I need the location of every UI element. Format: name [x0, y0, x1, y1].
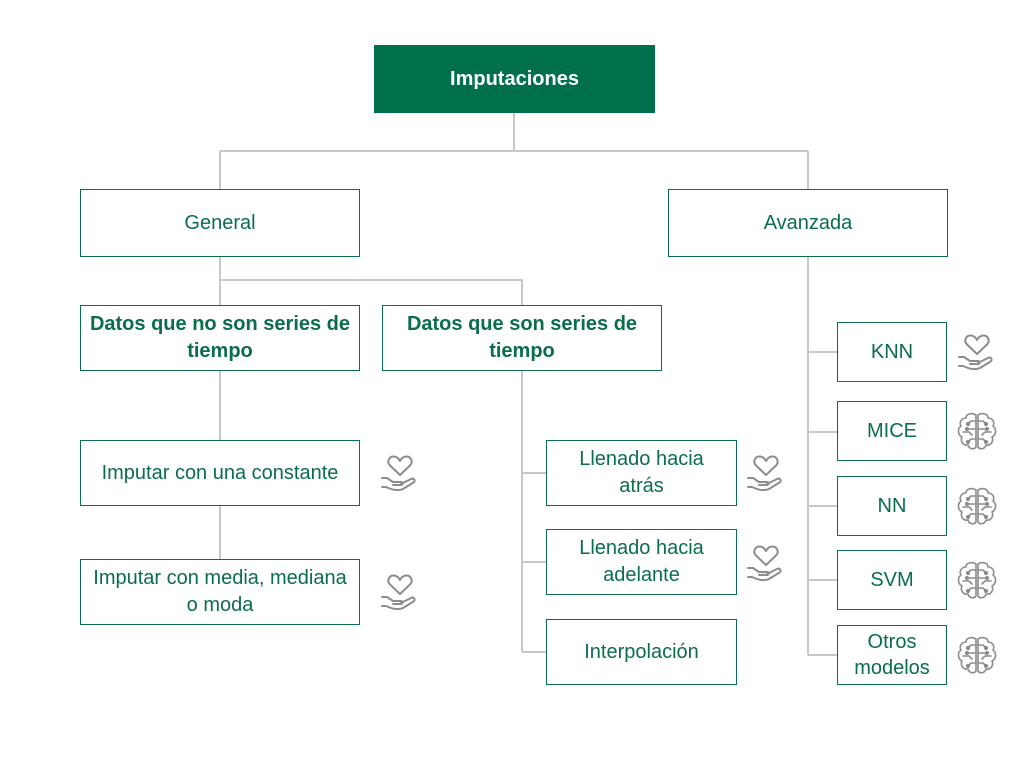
- heart-hand-icon: [955, 330, 999, 374]
- leaf-label: Llenado hacia atrás: [579, 448, 704, 497]
- leaf-imputar-constante: Imputar con una constante: [80, 440, 360, 506]
- general-node: General: [80, 189, 360, 257]
- leaf-label: Imputar con una constante: [101, 461, 339, 484]
- leaf-interpolacion: Interpolación: [546, 619, 737, 685]
- series-label: Datos que son series de tiempo: [406, 313, 638, 362]
- leaf-svm: SVM: [837, 550, 947, 610]
- series-node: Datos que son series de tiempo: [382, 305, 662, 371]
- leaf-label: NN: [877, 494, 907, 517]
- brain-icon: [955, 409, 999, 453]
- leaf-label: Otros modelos: [854, 631, 930, 679]
- leaf-knn: KNN: [837, 322, 947, 382]
- leaf-label: SVM: [870, 568, 914, 591]
- advanced-node: Avanzada: [668, 189, 948, 257]
- brain-icon: [955, 484, 999, 528]
- leaf-otros-modelos: Otros modelos: [837, 625, 947, 685]
- leaf-label: KNN: [870, 340, 914, 363]
- general-label: General: [184, 211, 256, 234]
- non-series-node: Datos que no son series de tiempo: [80, 305, 360, 371]
- leaf-label: Interpolación: [584, 640, 699, 663]
- root-label: Imputaciones: [450, 67, 579, 90]
- heart-hand-icon: [378, 570, 422, 614]
- leaf-llenado-atras: Llenado hacia atrás: [546, 440, 737, 506]
- non-series-label: Datos que no son series de tiempo: [89, 313, 351, 362]
- leaf-label: MICE: [867, 419, 917, 442]
- brain-icon: [955, 633, 999, 677]
- leaf-mice: MICE: [837, 401, 947, 461]
- heart-hand-icon: [378, 451, 422, 495]
- leaf-label: Llenado hacia adelante: [579, 537, 704, 586]
- advanced-label: Avanzada: [763, 211, 853, 234]
- root-node: Imputaciones: [374, 45, 655, 113]
- heart-hand-icon: [744, 451, 788, 495]
- leaf-label: Imputar con media, mediana o moda: [93, 567, 347, 616]
- leaf-llenado-adelante: Llenado hacia adelante: [546, 529, 737, 595]
- leaf-nn: NN: [837, 476, 947, 536]
- leaf-imputar-media: Imputar con media, mediana o moda: [80, 559, 360, 625]
- heart-hand-icon: [744, 541, 788, 585]
- brain-icon: [955, 558, 999, 602]
